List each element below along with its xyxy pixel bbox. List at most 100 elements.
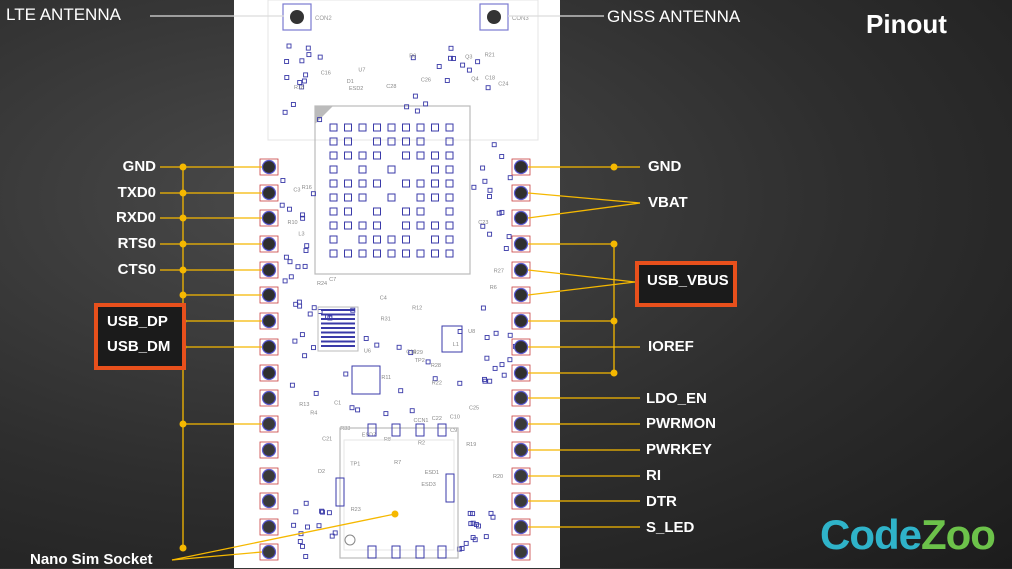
silkscreen-ref: L3 bbox=[298, 232, 304, 238]
pin-label-right-ri: RI bbox=[646, 467, 661, 484]
page-title: Pinout bbox=[866, 9, 947, 39]
header-pin-left bbox=[261, 339, 277, 355]
module-pad bbox=[358, 165, 367, 174]
smd-pad bbox=[487, 378, 493, 384]
silkscreen-ref: TP2 bbox=[415, 358, 425, 364]
module-pad bbox=[358, 151, 367, 160]
smd-pad bbox=[305, 524, 310, 530]
module-pad bbox=[445, 207, 454, 216]
silkscreen-ref: C4 bbox=[380, 296, 387, 302]
smd-pad bbox=[284, 75, 290, 80]
header-pin-left-keepout bbox=[259, 389, 279, 407]
smd-pad bbox=[451, 56, 456, 61]
module-pad bbox=[445, 137, 454, 146]
smd-pad bbox=[297, 539, 303, 544]
module-pad bbox=[416, 123, 425, 132]
header-pin-right bbox=[513, 416, 529, 432]
header-pin-left-keepout bbox=[259, 518, 279, 536]
smd-pad bbox=[476, 523, 481, 529]
module-pad bbox=[344, 137, 352, 146]
module-pad bbox=[329, 123, 338, 132]
smd-pad bbox=[279, 202, 285, 208]
module-pad bbox=[329, 151, 338, 160]
header-pin-left bbox=[261, 210, 277, 226]
module-pad bbox=[344, 207, 352, 216]
silkscreen-ref: R6 bbox=[490, 285, 497, 291]
silkscreen-ref: R2 bbox=[418, 441, 425, 447]
module-pad bbox=[402, 151, 410, 160]
silkscreen-ref: U6 bbox=[364, 349, 371, 355]
smd-pad bbox=[291, 522, 297, 528]
usb-vbus-highlight bbox=[635, 261, 737, 307]
smd-pad bbox=[355, 407, 361, 413]
smd-pad bbox=[460, 62, 466, 68]
module-pad bbox=[431, 221, 439, 230]
smd-pad bbox=[307, 311, 313, 317]
module-pad bbox=[373, 249, 381, 258]
module-pad bbox=[445, 165, 454, 174]
smd-pad bbox=[499, 154, 505, 159]
silkscreen-ref: C7 bbox=[329, 277, 336, 283]
smd-pad bbox=[374, 342, 380, 348]
silkscreen-ref: R16 bbox=[302, 185, 312, 191]
silkscreen-ref: R12 bbox=[412, 306, 422, 312]
smd-pad bbox=[409, 408, 415, 414]
smd-pad bbox=[448, 55, 453, 61]
module-pad bbox=[402, 207, 410, 216]
header-pin-left-keepout bbox=[259, 364, 279, 382]
silkscreen-ref: C9 bbox=[450, 428, 457, 434]
smd-pad bbox=[484, 335, 490, 340]
smd-pad bbox=[485, 85, 491, 91]
header-pin-right bbox=[513, 493, 529, 509]
brand-logo-part2: Zoo bbox=[921, 511, 996, 558]
smd-pad bbox=[463, 540, 469, 546]
leader-sim-socket bbox=[171, 513, 396, 561]
smd-pad bbox=[457, 380, 463, 386]
header-pin-right-keepout bbox=[511, 543, 531, 561]
module-pad bbox=[402, 221, 410, 230]
module-pad bbox=[387, 193, 396, 202]
smd-pad bbox=[484, 355, 490, 361]
silkscreen-ref: ESD2 bbox=[349, 86, 363, 92]
module-pad bbox=[373, 137, 381, 146]
module-pad bbox=[373, 221, 381, 230]
smd-pad bbox=[297, 80, 303, 85]
pin-label-right-ldo-en: LDO_EN bbox=[646, 390, 707, 407]
smd-pad bbox=[317, 117, 323, 123]
smd-pad bbox=[303, 72, 309, 78]
module-pad bbox=[445, 179, 454, 188]
module-pad bbox=[416, 193, 425, 202]
smd-pad bbox=[280, 178, 286, 183]
smd-pad bbox=[303, 500, 309, 506]
lte-module-outline bbox=[314, 105, 471, 275]
smd-pad bbox=[300, 543, 305, 549]
smd-pad bbox=[288, 274, 294, 280]
smd-pad bbox=[305, 45, 311, 51]
smd-pad bbox=[482, 378, 488, 384]
ic-u6 bbox=[351, 365, 381, 395]
module-pad bbox=[431, 193, 439, 202]
silkscreen-ref: R33 bbox=[340, 426, 350, 432]
smd-pad bbox=[343, 371, 349, 377]
smd-pad bbox=[329, 533, 335, 539]
smd-pad bbox=[432, 376, 438, 382]
pin-label-right-ioref: IOREF bbox=[648, 338, 694, 355]
silkscreen-ref: R13 bbox=[299, 402, 309, 408]
smd-pad bbox=[466, 67, 472, 73]
module-pad bbox=[445, 221, 454, 230]
pin-label-right-usb-vbus: USB_VBUS bbox=[647, 272, 729, 289]
pin-label-right-dtr: DTR bbox=[646, 493, 677, 510]
module-pad bbox=[373, 151, 381, 160]
pin-label-left-rxd0: RXD0 bbox=[115, 209, 156, 226]
smd-pad bbox=[313, 390, 319, 396]
smd-pad bbox=[363, 336, 369, 341]
silkscreen-ref: R22 bbox=[432, 381, 442, 387]
module-pad bbox=[358, 193, 367, 202]
brand-logo-part1: Code bbox=[820, 511, 922, 558]
smd-pad bbox=[332, 530, 338, 536]
module-pad bbox=[431, 249, 439, 258]
smd-pad bbox=[396, 344, 402, 350]
smd-pad bbox=[499, 362, 505, 368]
header-pin-left-keepout bbox=[259, 492, 279, 510]
module-pad bbox=[358, 179, 367, 188]
